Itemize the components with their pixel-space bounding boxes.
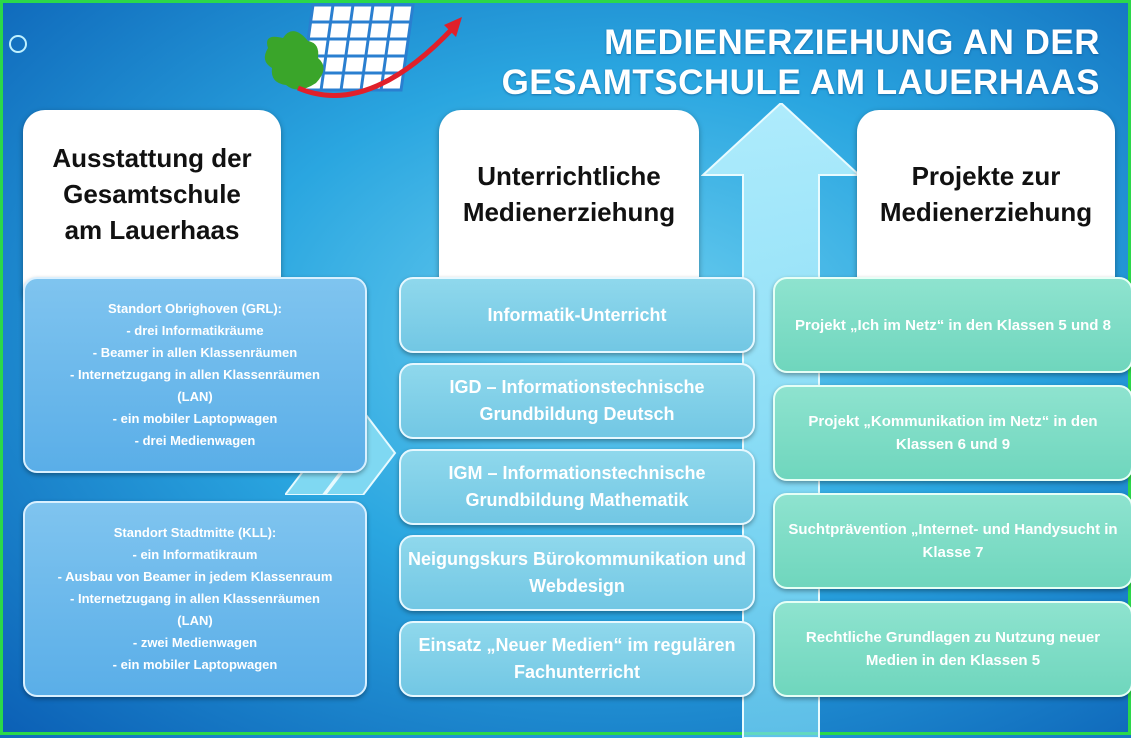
- page-title: MEDIENERZIEHUNG AN DER GESAMTSCHULE AM L…: [502, 23, 1100, 103]
- project-box: Projekt „Ich im Netz“ in den Klassen 5 u…: [773, 277, 1131, 373]
- title-line-2: GESAMTSCHULE AM LAUERHAAS: [501, 63, 1100, 102]
- project-box-text: Projekt „Ich im Netz“ in den Klassen 5 u…: [795, 316, 1111, 334]
- equipment-line: - Internetzugang in allen Klassenräumen: [70, 367, 320, 382]
- project-box: Suchtprävention „Internet- und Handysuch…: [773, 493, 1131, 589]
- equipment-line: - Beamer in allen Klassenräumen: [92, 345, 298, 360]
- equipment-line: Standort Stadtmitte (KLL):: [113, 525, 277, 540]
- teaching-box-text: Neigungskurs Bürokommunikation und Webde…: [407, 549, 747, 596]
- teaching-box: IGD – Informationstechnische Grundbildun…: [399, 363, 755, 439]
- equipment-line: - ein Informatikraum: [132, 547, 258, 562]
- heading-projects: Projekte zur Medienerziehung: [857, 110, 1115, 300]
- equipment-box-obrighoven: Standort Obrighoven (GRL): - drei Inform…: [23, 277, 367, 473]
- teaching-box-text: IGM – Informationstechnische Grundbildun…: [448, 463, 706, 510]
- heading-teaching-text: Unterrichtliche Medienerziehung: [462, 161, 676, 227]
- decorative-circle: [9, 35, 27, 53]
- equipment-line: - drei Informatikräume: [126, 323, 264, 338]
- teaching-box: IGM – Informationstechnische Grundbildun…: [399, 449, 755, 525]
- project-box-text: Projekt „Kommunikation im Netz“ in den K…: [808, 413, 1098, 453]
- teaching-box: Neigungskurs Bürokommunikation und Webde…: [399, 535, 755, 611]
- equipment-line: - ein mobiler Laptopwagen: [112, 657, 278, 672]
- teaching-box-text: Informatik-Unterricht: [487, 304, 667, 325]
- equipment-line: - Ausbau von Beamer in jedem Klassenraum: [57, 569, 333, 584]
- equipment-line: - Internetzugang in allen Klassenräumen: [70, 591, 320, 606]
- teaching-box-text: IGD – Informationstechnische Grundbildun…: [449, 377, 705, 424]
- equipment-line: (LAN): [177, 389, 213, 404]
- project-box: Rechtliche Grundlagen zu Nutzung neuer M…: [773, 601, 1131, 697]
- equipment-line: - zwei Medienwagen: [132, 635, 258, 650]
- project-box: Projekt „Kommunikation im Netz“ in den K…: [773, 385, 1131, 481]
- equipment-line: - drei Medienwagen: [134, 433, 256, 448]
- teaching-box-text: Einsatz „Neuer Medien“ im regulären Fach…: [418, 635, 736, 682]
- title-line-1: MEDIENERZIEHUNG AN DER: [604, 23, 1100, 62]
- heading-equipment: Ausstattung der Gesamtschule am Lauerhaa…: [23, 110, 281, 310]
- heading-equipment-text: Ausstattung der Gesamtschule am Lauerhaa…: [52, 143, 252, 245]
- school-logo-icon: [264, 3, 462, 98]
- project-box-text: Suchtprävention „Internet- und Handysuch…: [788, 521, 1118, 561]
- teaching-box: Informatik-Unterricht: [399, 277, 755, 353]
- equipment-line: (LAN): [177, 613, 213, 628]
- equipment-box-stadtmitte: Standort Stadtmitte (KLL): - ein Informa…: [23, 501, 367, 697]
- equipment-line: Standort Obrighoven (GRL):: [107, 301, 283, 316]
- heading-teaching: Unterrichtliche Medienerziehung: [439, 110, 699, 300]
- project-box-text: Rechtliche Grundlagen zu Nutzung neuer M…: [805, 629, 1101, 669]
- equipment-line: - ein mobiler Laptopwagen: [112, 411, 278, 426]
- heading-projects-text: Projekte zur Medienerziehung: [879, 161, 1093, 227]
- teaching-box: Einsatz „Neuer Medien“ im regulären Fach…: [399, 621, 755, 697]
